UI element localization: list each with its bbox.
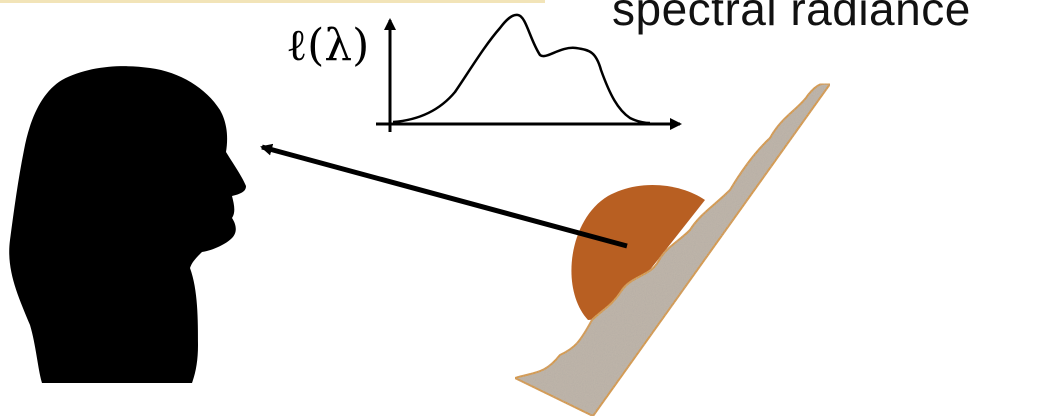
spectral-curve bbox=[392, 13, 651, 125]
observer-silhouette bbox=[9, 66, 246, 383]
plot-y-label: ℓ(λ) bbox=[286, 20, 369, 71]
light-ray-arrow bbox=[260, 143, 628, 249]
slide-title: spectral radiance bbox=[612, 0, 971, 35]
rough-surface bbox=[512, 82, 832, 418]
accent-line bbox=[0, 0, 545, 3]
reflection-lobe bbox=[571, 184, 705, 320]
